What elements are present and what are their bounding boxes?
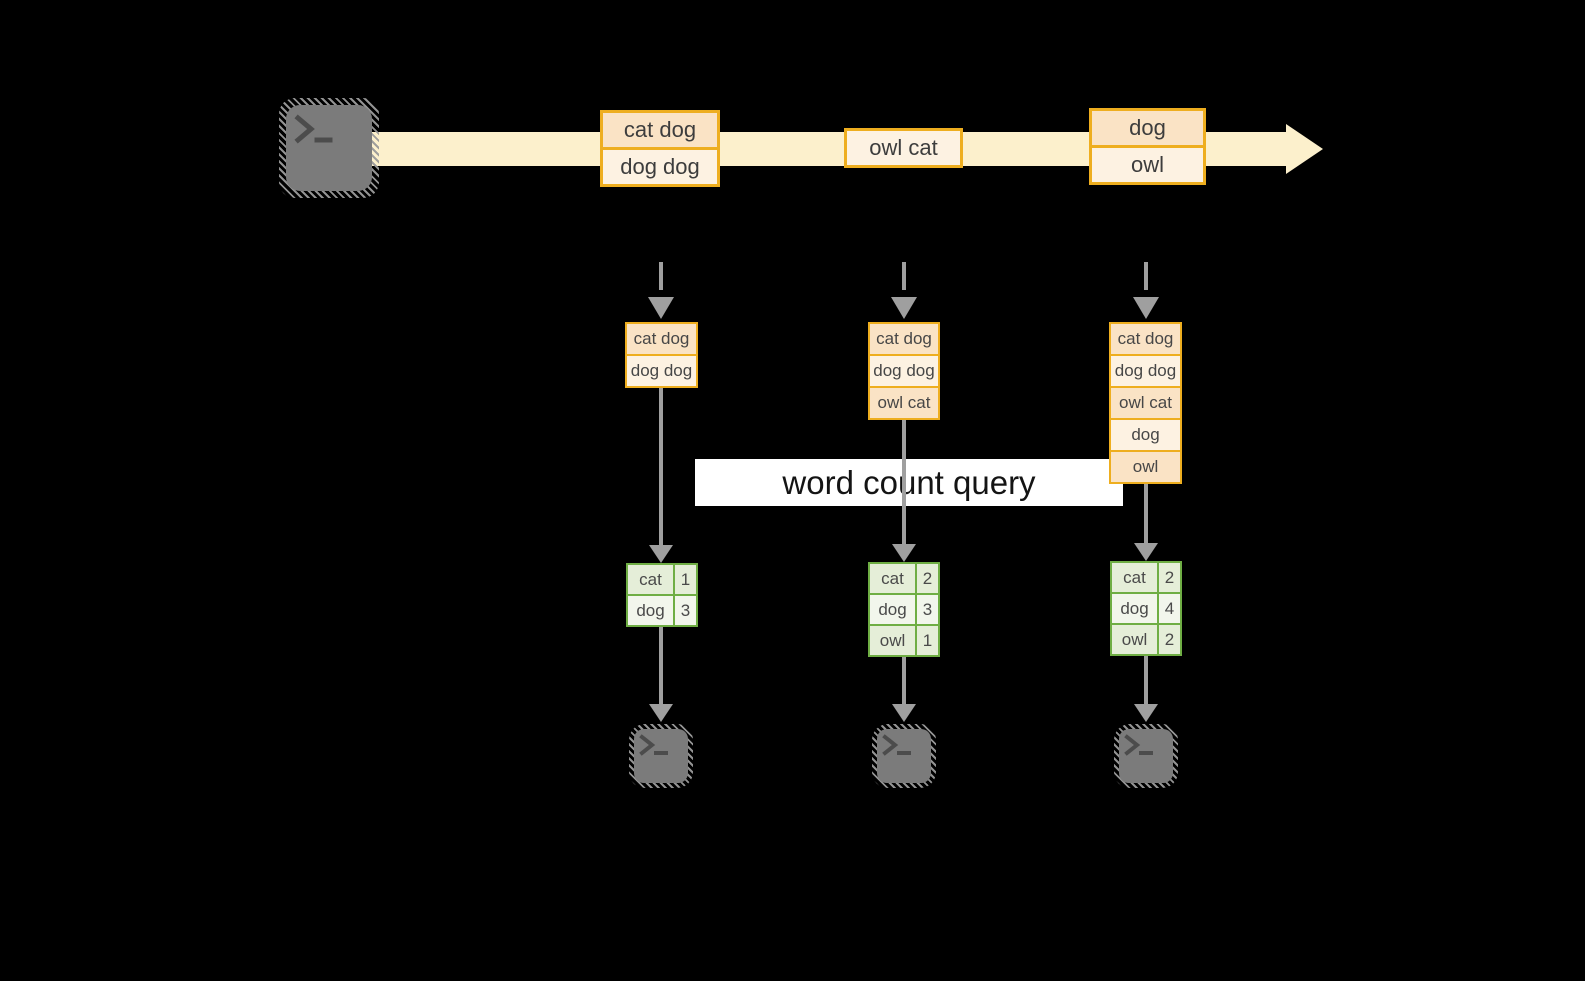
buffered-line: dog dog	[870, 354, 938, 386]
arrowhead	[1134, 543, 1158, 561]
arrow-stem	[902, 657, 906, 705]
buffered-line: cat dog	[870, 324, 938, 354]
stream-event-line: dog dog	[603, 147, 717, 184]
dashed-arrowhead	[648, 297, 674, 319]
buffered-line: dog dog	[1111, 354, 1180, 386]
dashed-arrowhead	[891, 297, 917, 319]
word-cell: dog	[1112, 594, 1157, 623]
count-cell: 3	[675, 596, 696, 625]
arrow-stem	[1144, 483, 1148, 544]
arrow-stem	[902, 419, 906, 545]
buffered-lines-box-3: cat dog dog dog owl cat dog owl	[1109, 322, 1182, 484]
dashed-arrowhead	[1133, 297, 1159, 319]
word-cell: dog	[870, 595, 915, 624]
word-cell: dog	[628, 596, 673, 625]
count-cell: 1	[675, 565, 696, 594]
buffered-line: dog	[1111, 418, 1180, 450]
arrow-stem	[659, 627, 663, 705]
arrow-stem	[1144, 656, 1148, 705]
stream-event-line: owl	[1092, 145, 1203, 182]
query-label-band: word count query	[695, 459, 1123, 506]
count-cell: 1	[917, 626, 938, 655]
buffered-line: owl cat	[870, 386, 938, 418]
terminal-prompt-icon	[882, 734, 911, 756]
count-cell: 2	[1159, 625, 1180, 654]
word-count-table-1: cat 1 dog 3	[626, 563, 698, 627]
terminal-prompt-icon	[294, 114, 333, 144]
query-label: word count query	[782, 463, 1036, 501]
dashed-arrow-stem	[1144, 262, 1148, 290]
stream-event-box-1: cat dog dog dog	[600, 110, 720, 187]
word-count-table-2: cat 2 dog 3 owl 1	[868, 562, 940, 657]
arrowhead	[649, 704, 673, 722]
stream-event-line: dog	[1092, 111, 1203, 145]
buffered-line: owl cat	[1111, 386, 1180, 418]
buffered-lines-box-1: cat dog dog dog	[625, 322, 698, 388]
count-cell: 2	[917, 564, 938, 593]
terminal-output-icon-3	[1114, 724, 1178, 788]
arrowhead	[649, 545, 673, 563]
stream-event-box-2: owl cat	[844, 128, 963, 168]
count-cell: 3	[917, 595, 938, 624]
stream-event-box-3: dog owl	[1089, 108, 1206, 185]
terminal-output-icon-1	[629, 724, 693, 788]
word-cell: owl	[870, 626, 915, 655]
buffered-lines-box-2: cat dog dog dog owl cat	[868, 322, 940, 420]
arrow-stem	[659, 388, 663, 546]
buffered-line: owl	[1111, 450, 1180, 482]
buffered-line: cat dog	[627, 324, 696, 354]
arrowhead	[892, 544, 916, 562]
count-cell: 2	[1159, 563, 1180, 592]
buffered-line: dog dog	[627, 354, 696, 386]
dashed-arrow-stem	[659, 262, 663, 290]
terminal-output-icon-2	[872, 724, 936, 788]
stream-event-line: cat dog	[603, 113, 717, 147]
word-count-table-3: cat 2 dog 4 owl 2	[1110, 561, 1182, 656]
word-cell: owl	[1112, 625, 1157, 654]
arrowhead	[1134, 704, 1158, 722]
buffered-line: cat dog	[1111, 324, 1180, 354]
word-cell: cat	[1112, 563, 1157, 592]
word-cell: cat	[628, 565, 673, 594]
dashed-arrow-stem	[902, 262, 906, 290]
terminal-prompt-icon	[1124, 734, 1153, 756]
arrowhead	[892, 704, 916, 722]
terminal-prompt-icon	[639, 734, 668, 756]
stream-arrowhead	[1286, 124, 1323, 174]
count-cell: 4	[1159, 594, 1180, 623]
word-cell: cat	[870, 564, 915, 593]
terminal-source-icon	[279, 98, 379, 198]
stream-event-line: owl cat	[847, 131, 960, 165]
